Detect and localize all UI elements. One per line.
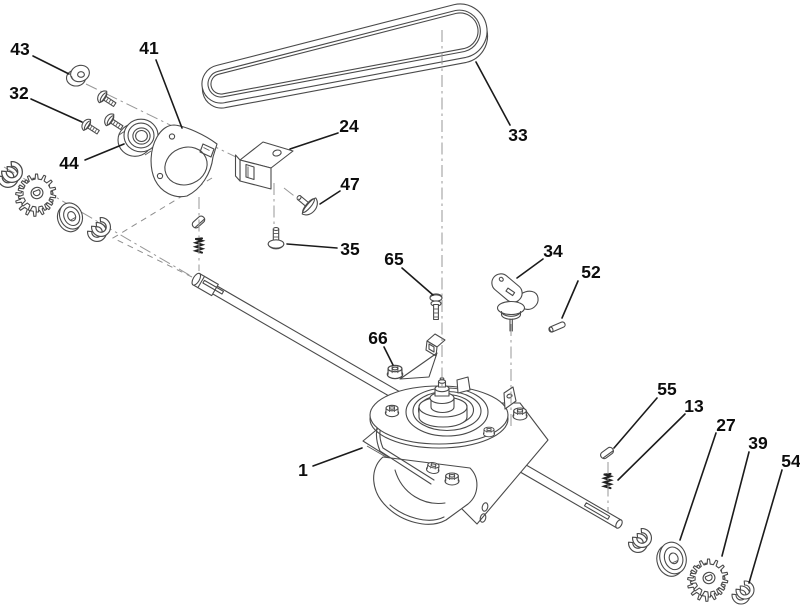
leader-line-52 xyxy=(561,280,579,319)
shaft-keyway-left xyxy=(202,279,225,295)
leader-line-44 xyxy=(84,143,125,161)
callout-label-52: 52 xyxy=(581,262,601,282)
callout-layer: 43 32 41 44 24 47 35 33 65 66 34 52 1 55 13 27 39 54 xyxy=(9,38,800,584)
pulley-stud-nut xyxy=(429,377,455,405)
flange-nut xyxy=(384,404,400,418)
leader-line-35 xyxy=(286,243,338,249)
leader-line-13 xyxy=(617,413,686,481)
callout-label-33: 33 xyxy=(508,125,528,145)
shaft-keyway-right xyxy=(583,502,611,520)
leader-line-43 xyxy=(32,55,70,75)
assembly-axes-over xyxy=(198,30,609,512)
callout-label-32: 32 xyxy=(9,83,29,103)
callout-label-43: 43 xyxy=(10,39,30,59)
callout-label-41: 41 xyxy=(139,38,159,58)
callout-label-65: 65 xyxy=(384,249,404,269)
leader-line-65 xyxy=(401,267,434,296)
idler-bracket-24 xyxy=(234,141,294,190)
callout-label-35: 35 xyxy=(340,239,360,259)
callout-label-13: 13 xyxy=(684,396,704,416)
shift-lever-34 xyxy=(491,273,539,332)
roll-pin-52 xyxy=(548,321,566,333)
belt-guide xyxy=(399,352,438,380)
drive-belt-33 xyxy=(201,3,489,109)
callout-label-34: 34 xyxy=(543,241,563,261)
leader-line-47 xyxy=(319,190,341,205)
transmission-assembly-1 xyxy=(362,376,549,525)
carriage-bolt-47 xyxy=(296,195,318,216)
flange-lock-nut-43 xyxy=(65,64,90,87)
leader-line-41 xyxy=(155,59,183,129)
callout-label-27: 27 xyxy=(716,415,735,435)
screw-32 xyxy=(79,116,103,139)
leader-line-39 xyxy=(721,451,750,557)
left-pinion-gear xyxy=(15,173,57,217)
right-eclip xyxy=(625,525,656,557)
bearing-plate-41 xyxy=(150,124,218,198)
callout-label-39: 39 xyxy=(748,433,768,453)
callout-label-47: 47 xyxy=(340,174,359,194)
leader-line-24 xyxy=(289,132,339,150)
gear-housing xyxy=(373,456,478,525)
leader-line-1 xyxy=(312,447,363,467)
hex-bolt xyxy=(482,426,496,438)
callout-label-1: 1 xyxy=(298,460,308,480)
phantom-alignment-lines xyxy=(111,177,213,278)
right-woodruff-key-55 xyxy=(598,445,616,461)
leader-line-32 xyxy=(30,98,83,123)
leader-line-27 xyxy=(679,432,717,541)
mount-tab-2 xyxy=(456,376,471,394)
bearing-44 xyxy=(117,118,159,157)
leader-line-33 xyxy=(475,61,511,126)
callout-label-44: 44 xyxy=(59,153,79,173)
callout-label-66: 66 xyxy=(368,328,388,348)
leader-line-34 xyxy=(516,258,544,279)
callout-label-24: 24 xyxy=(339,116,359,136)
flange-nut-66 xyxy=(386,364,404,380)
leader-line-55 xyxy=(613,397,658,449)
screw-65 xyxy=(429,293,443,321)
cable-clamp xyxy=(425,333,446,357)
callout-label-55: 55 xyxy=(657,379,677,399)
left-eclip-2 xyxy=(84,214,115,246)
leader-line-54 xyxy=(748,469,783,584)
leader-line-66 xyxy=(383,346,394,366)
flange-nut xyxy=(512,407,528,421)
washer-27 xyxy=(656,541,687,577)
left-washer xyxy=(56,202,84,233)
callout-label-54: 54 xyxy=(781,451,800,471)
screw-35 xyxy=(267,226,285,250)
pinion-gear-39 xyxy=(687,558,729,602)
screw-upper xyxy=(94,88,119,111)
flange-nut xyxy=(444,472,460,486)
eclip-54 xyxy=(729,578,759,607)
